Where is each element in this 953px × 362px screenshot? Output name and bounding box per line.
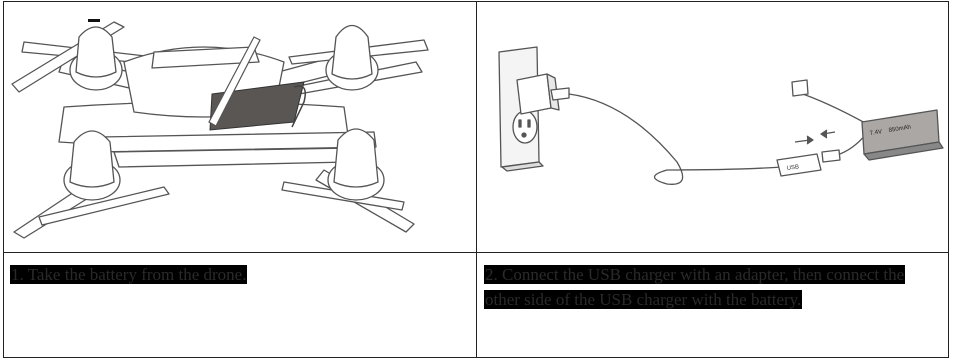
step-2-caption: 2. Connect the USB charger with an adapt… bbox=[484, 262, 924, 312]
step-1-text: 1. Take the battery from the drone. bbox=[10, 265, 247, 284]
charger-illustration-cell: 7.4V 850mAh USB bbox=[477, 2, 948, 252]
drone-illustration-cell bbox=[4, 2, 476, 252]
step-2-text: 2. Connect the USB charger with an adapt… bbox=[484, 265, 905, 309]
instruction-table: 7.4V 850mAh USB 1. Take the battery from… bbox=[3, 1, 949, 358]
usb-charging-icon: 7.4V 850mAh USB bbox=[477, 2, 948, 252]
step-1-caption: 1. Take the battery from the drone. bbox=[10, 262, 470, 287]
row-divider bbox=[4, 252, 948, 253]
drone-battery-icon bbox=[4, 2, 476, 252]
